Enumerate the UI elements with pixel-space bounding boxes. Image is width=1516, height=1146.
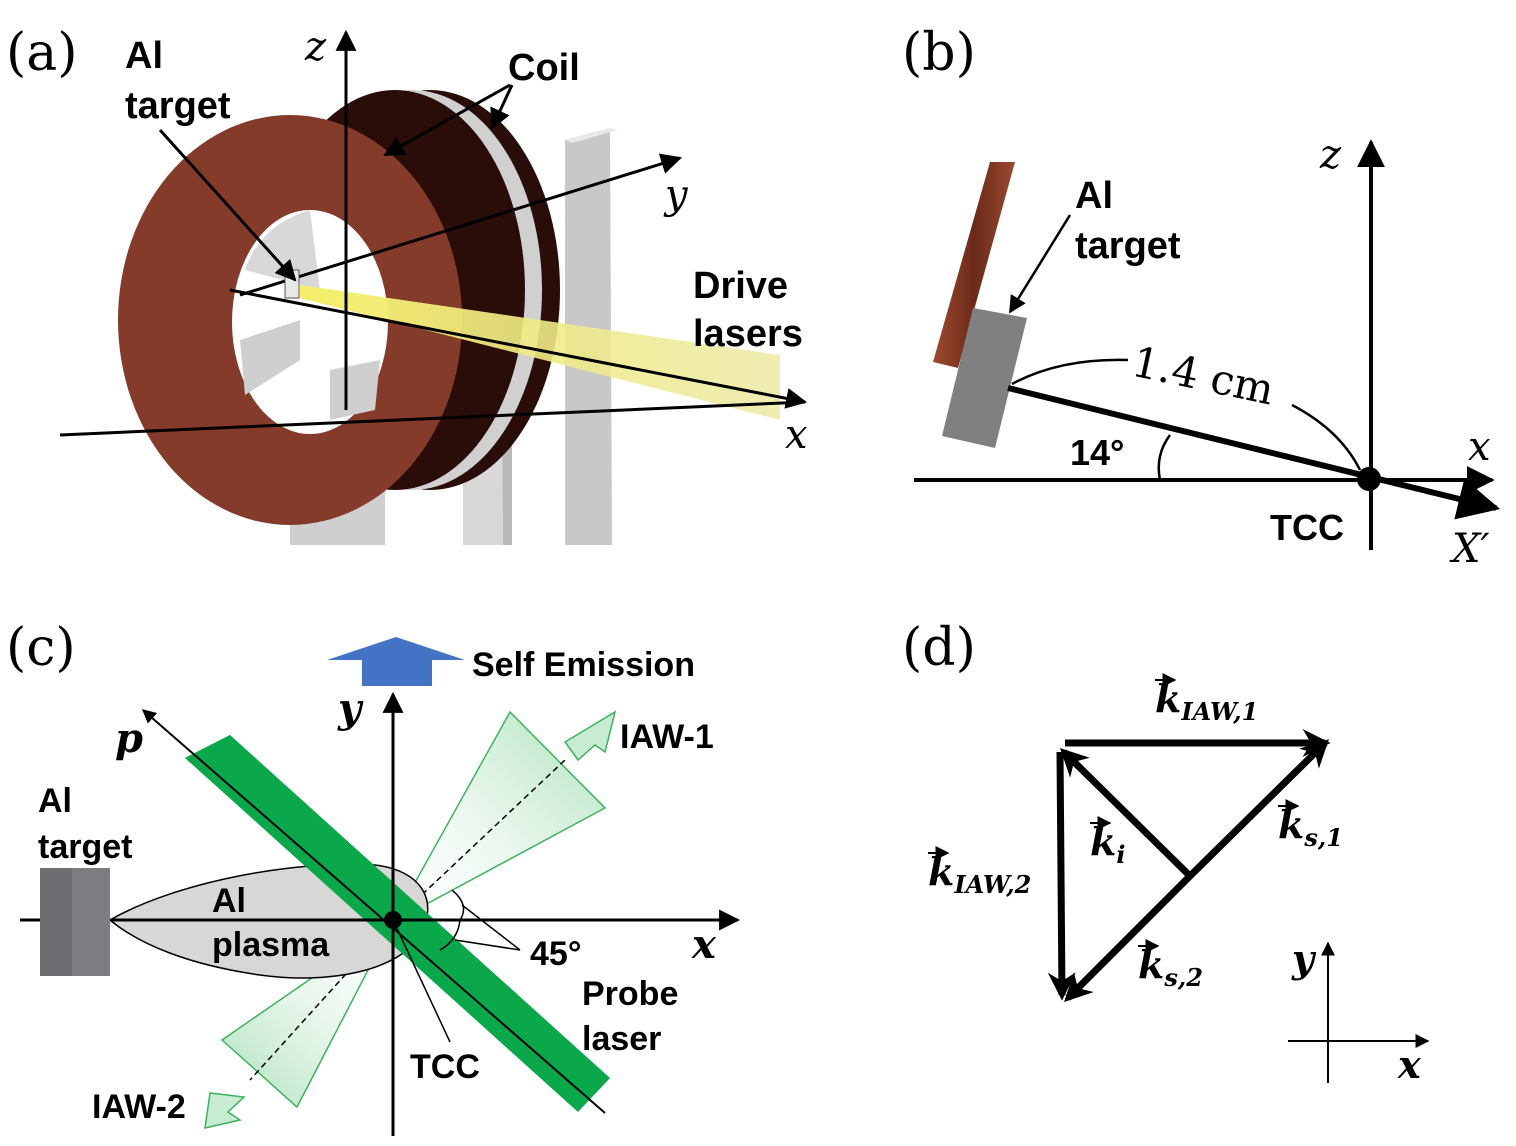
panel-b: (b) 1.4 cm 14° TCC z x X′ Al target [902,23,1501,572]
tcc-label-b: TCC [1270,507,1344,548]
axis-xprime-label-b: X′ [1449,526,1490,572]
tcc-pointer-c [392,919,451,1043]
iaw2-arrow [204,1092,246,1129]
al-target-a [284,269,300,299]
axis-y-label-c: y [337,685,364,732]
panel-d: (d) kIAW,1 kIAW,2 ki ks,1 ks,2 [902,618,1430,1087]
probe-label-2: laser [582,1020,661,1058]
distance-label: 1.4 cm [1128,337,1279,415]
axis-z-label: z [304,24,327,70]
label-k-iaw1: kIAW,1 [1155,673,1258,726]
angle-arc-c-1 [451,889,465,921]
coil-label: Coil [508,47,580,89]
panel-b-label: (b) [902,23,976,83]
plasma-label-1: Al [212,882,246,920]
axis-y-label: y [663,172,689,218]
svg-text:ks,1: ks,1 [1278,802,1343,852]
iaw1-label: IAW-1 [620,718,714,756]
target-label-b-2: target [1075,225,1181,267]
probe-label-1: Probe [582,975,678,1013]
axis-xprime-b [1007,385,1501,520]
axis-y [239,153,683,297]
tcc-label-c: TCC [410,1048,480,1086]
axis-x-label: x [785,412,808,458]
panel-d-label: (d) [902,618,976,678]
iaw2-label: IAW-2 [92,1088,186,1126]
svg-text:ks,2: ks,2 [1138,942,1203,992]
svg-text:ki: ki [1090,819,1125,869]
target-label-a-1: Al [125,35,163,77]
axis-p-label-c: p [115,715,143,762]
tcc-point-b [1357,467,1381,491]
label-k-s2: ks,2 [1138,939,1203,992]
plasma-label-2: plasma [212,926,330,964]
svg-text:kIAW,2: kIAW,2 [928,849,1031,899]
vector-k-s2 [1064,873,1193,1002]
iaw1-arrow [563,710,617,762]
al-target-b [942,308,1027,448]
panel-c: (c) Self Emission y x p [6,618,741,1136]
panel-c-label: (c) [6,618,76,678]
al-target-c [40,868,72,976]
self-emission-label: Self Emission [472,646,695,684]
axis-y-label-d: y [1291,936,1317,981]
panel-a-label: (a) [6,23,78,83]
target-label-a-2: target [125,85,231,127]
self-emission-arrow [327,637,465,686]
axis-x [59,400,806,437]
label-k-s1: ks,1 [1278,799,1343,852]
axis-x-label-d: x [1397,1042,1422,1087]
label-k-iaw2: kIAW,2 [928,846,1031,899]
axis-x-label-c: x [691,921,717,968]
svg-text:kIAW,1: kIAW,1 [1155,676,1258,726]
drive-laser-beam [300,285,780,420]
distance-arc-left [1011,358,1129,386]
distance-arc-right [1291,403,1362,471]
laser-label-1: Drive [693,265,788,307]
angle-arc-b [1157,434,1172,481]
target-pointer-a [158,128,297,282]
target-label-b-1: Al [1075,175,1113,217]
coil-pointer-1 [383,83,511,157]
angle-label-c: 45° [530,935,581,973]
angle-label-b: 14° [1070,432,1124,473]
vector-k-i [1060,748,1193,879]
laser-label-2: lasers [693,313,803,355]
coil-pointer-2 [490,84,514,130]
target-label-c-1: Al [38,782,72,820]
target-label-c-2: target [38,828,132,866]
panel-a: (a) z y x Al targ [6,23,808,545]
label-k-i: ki [1090,816,1125,869]
vector-k-s1 [1187,739,1329,879]
iaw1-cone [391,710,607,924]
target-holder-rod [933,162,1015,368]
angle-arc-c-2 [439,919,461,951]
axis-x-label-b: x [1468,424,1491,470]
target-pointer-b [1008,214,1072,314]
axis-p-c [141,709,606,1114]
vector-k-iaw2 [1047,751,1076,1001]
axis-z-label-b: z [1319,132,1342,178]
